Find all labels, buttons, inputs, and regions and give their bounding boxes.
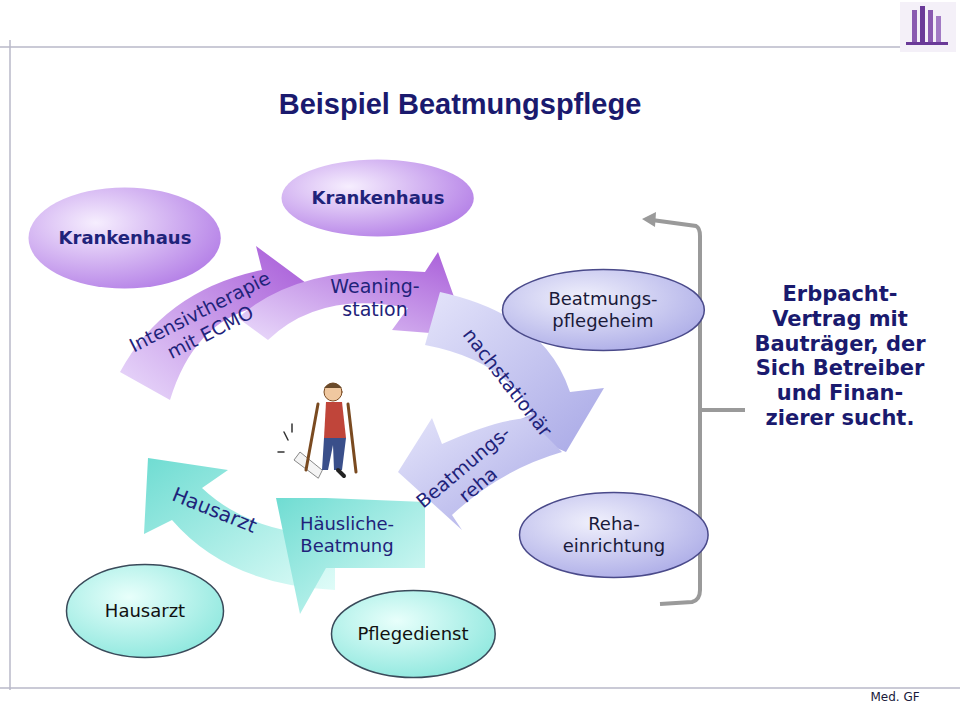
rule: [0, 687, 960, 689]
node-text: Krankenhaus: [59, 227, 192, 249]
node-text: Krankenhaus: [312, 187, 445, 209]
footer-note: Med. GF: [860, 691, 930, 704]
ellipse-node: Beatmungs- pflegeheim: [501, 268, 706, 352]
bracket-head: [642, 212, 656, 227]
ellipse-outline: [331, 591, 495, 678]
arrow-label-node: Häusliche- Beatmung: [284, 511, 410, 558]
ellipse-outline: [29, 188, 221, 289]
rule: [0, 46, 900, 48]
ellipse-node: Krankenhaus: [280, 158, 475, 238]
ellipse-node: Hausarzt: [65, 563, 225, 659]
node-text: Weaning- station: [310, 275, 440, 321]
rule: [9, 40, 11, 690]
node-text: Pflegedienst: [357, 623, 468, 645]
ellipse-outline: [282, 160, 474, 237]
side-note: Erbpacht- Vertrag mit Bauträger, der Sic…: [750, 282, 930, 431]
ellipse-node: Pflegedienst: [330, 589, 497, 679]
ellipse-outline: [520, 493, 709, 578]
logo: [900, 2, 956, 52]
node-text: Hausarzt: [105, 600, 185, 622]
ellipse-node: Reha- einrichtung: [518, 491, 710, 579]
ellipse-node: Krankenhaus: [27, 186, 222, 290]
ellipse-outline: [67, 565, 224, 658]
node-text: Häusliche- Beatmung: [287, 513, 407, 556]
slide-title: Beispiel Beatmungspflege: [160, 88, 760, 121]
ellipse-outline: [502, 270, 704, 351]
node-text: Beatmungs- pflegeheim: [533, 288, 673, 331]
patient-figure: [278, 383, 356, 478]
node-text: Reha- einrichtung: [549, 513, 679, 556]
arrow-label-node: Weaning- station: [307, 273, 443, 323]
